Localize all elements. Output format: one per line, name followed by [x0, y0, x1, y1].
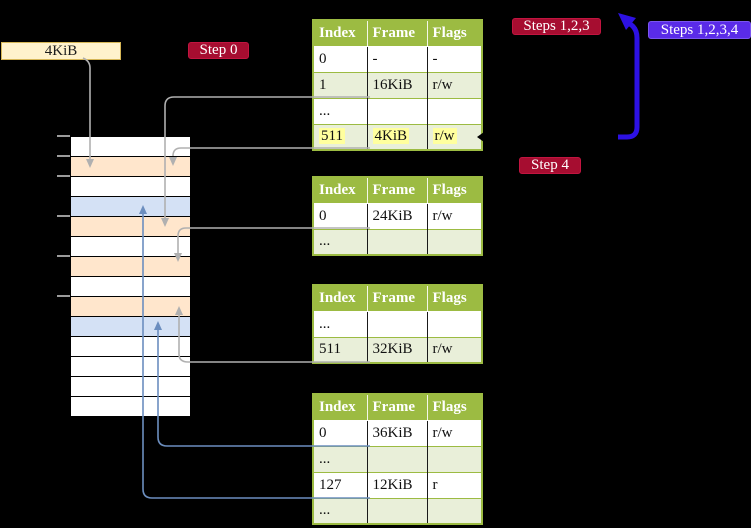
memory-frame-row	[71, 217, 190, 237]
table-header-row: Index Frame Flags	[313, 285, 482, 312]
column-header-index: Index	[313, 20, 368, 47]
column-header-index: Index	[313, 177, 368, 204]
cell-flags: r/w	[427, 419, 482, 446]
column-header-index: Index	[313, 285, 368, 312]
table-row: 0 - -	[313, 45, 482, 72]
cell-frame: 4KiB	[367, 123, 428, 150]
cell-index: ...	[313, 497, 368, 524]
cell-flags: r/w	[427, 202, 482, 229]
table-header-row: Index Frame Flags	[313, 394, 482, 421]
highlighted-value: 4KiB	[372, 128, 410, 145]
physical-memory-column	[70, 136, 191, 417]
column-header-frame: Frame	[367, 177, 428, 204]
cell-index: 0	[313, 45, 368, 72]
cell-index: 127	[313, 471, 368, 498]
cell-flags: r	[427, 471, 482, 498]
highlighted-value: 511	[319, 128, 345, 145]
badge-step-0: Step 0	[188, 42, 249, 59]
cell-flags	[427, 445, 482, 472]
table-row: ...	[313, 310, 482, 337]
memory-frame-row	[71, 157, 190, 177]
cell-flags	[427, 97, 482, 124]
memory-frame-row	[71, 377, 190, 397]
cell-frame	[367, 228, 428, 255]
memory-tick-marks	[57, 135, 70, 297]
column-header-flags: Flags	[427, 285, 482, 312]
page-table-2: Index Frame Flags 0 24KiB r/w ...	[312, 176, 483, 256]
cell-flags: r/w	[427, 71, 482, 98]
page-table-3: Index Frame Flags ... 511 32KiB r/w	[312, 284, 483, 364]
table-row: ...	[313, 97, 482, 124]
cell-flags: r/w	[427, 336, 482, 363]
table-row: 0 36KiB r/w	[313, 419, 482, 446]
memory-frame-row	[71, 177, 190, 197]
memory-frame-row	[71, 257, 190, 277]
cell-frame: 32KiB	[367, 336, 428, 363]
memory-frame-row	[71, 297, 190, 317]
memory-frame-row	[71, 237, 190, 257]
badge-step-0-label: Step 0	[199, 42, 238, 58]
column-header-flags: Flags	[427, 177, 482, 204]
table-row: 1 16KiB r/w	[313, 71, 482, 98]
cell-index: 1	[313, 71, 368, 98]
memory-frame-row	[71, 197, 190, 217]
frame-address-box: 4KiB	[1, 42, 121, 60]
badge-step-4-label: Step 4	[531, 157, 569, 173]
badge-steps-1234-label: Steps 1,2,3,4	[660, 21, 739, 38]
table-row: ...	[313, 228, 482, 255]
page-table-1: Index Frame Flags 0 - - 1 16KiB r/w ... …	[312, 19, 483, 151]
memory-frame-row	[71, 317, 190, 337]
cell-flags: r/w	[427, 123, 482, 150]
memory-frame-row	[71, 357, 190, 377]
cell-index: ...	[313, 445, 368, 472]
table-header-row: Index Frame Flags	[313, 177, 482, 204]
table-row: 0 24KiB r/w	[313, 202, 482, 229]
column-header-frame: Frame	[367, 394, 428, 421]
cell-frame	[367, 497, 428, 524]
cell-index: ...	[313, 310, 368, 337]
frame-address-label: 4KiB	[44, 42, 78, 59]
badge-steps-1234: Steps 1,2,3,4	[648, 21, 751, 39]
cell-frame: -	[367, 45, 428, 72]
cell-frame	[367, 97, 428, 124]
column-header-flags: Flags	[427, 20, 482, 47]
column-header-frame: Frame	[367, 20, 428, 47]
highlighted-value: r/w	[432, 128, 457, 145]
cell-index: 0	[313, 202, 368, 229]
cell-flags	[427, 310, 482, 337]
cell-frame	[367, 310, 428, 337]
cell-frame: 12KiB	[367, 471, 428, 498]
memory-frame-row	[71, 397, 190, 416]
cell-index: 511	[313, 123, 368, 150]
cell-frame: 24KiB	[367, 202, 428, 229]
table-row: ...	[313, 445, 482, 472]
cell-frame	[367, 445, 428, 472]
arrow-recursive-loop	[618, 13, 640, 140]
memory-frame-row	[71, 337, 190, 357]
table-row: ...	[313, 497, 482, 524]
cell-frame: 36KiB	[367, 419, 428, 446]
column-header-index: Index	[313, 394, 368, 421]
cell-index: ...	[313, 228, 368, 255]
cell-flags	[427, 228, 482, 255]
cell-index: ...	[313, 97, 368, 124]
cell-index: 511	[313, 336, 368, 363]
column-header-flags: Flags	[427, 394, 482, 421]
cell-index: 0	[313, 419, 368, 446]
memory-frame-row	[71, 137, 190, 157]
cell-flags	[427, 497, 482, 524]
badge-steps-123-label: Steps 1,2,3	[523, 18, 590, 34]
cell-flags: -	[427, 45, 482, 72]
badge-step-4: Step 4	[519, 157, 581, 174]
badge-steps-123: Steps 1,2,3	[512, 18, 601, 35]
table-row: 127 12KiB r	[313, 471, 482, 498]
table-header-row: Index Frame Flags	[313, 20, 482, 47]
cell-frame: 16KiB	[367, 71, 428, 98]
page-table-4: Index Frame Flags 0 36KiB r/w ... 127 12…	[312, 393, 483, 525]
memory-frame-row	[71, 277, 190, 297]
column-header-frame: Frame	[367, 285, 428, 312]
table-row-highlighted: 511 4KiB r/w	[313, 123, 482, 150]
table-row: 511 32KiB r/w	[313, 336, 482, 363]
